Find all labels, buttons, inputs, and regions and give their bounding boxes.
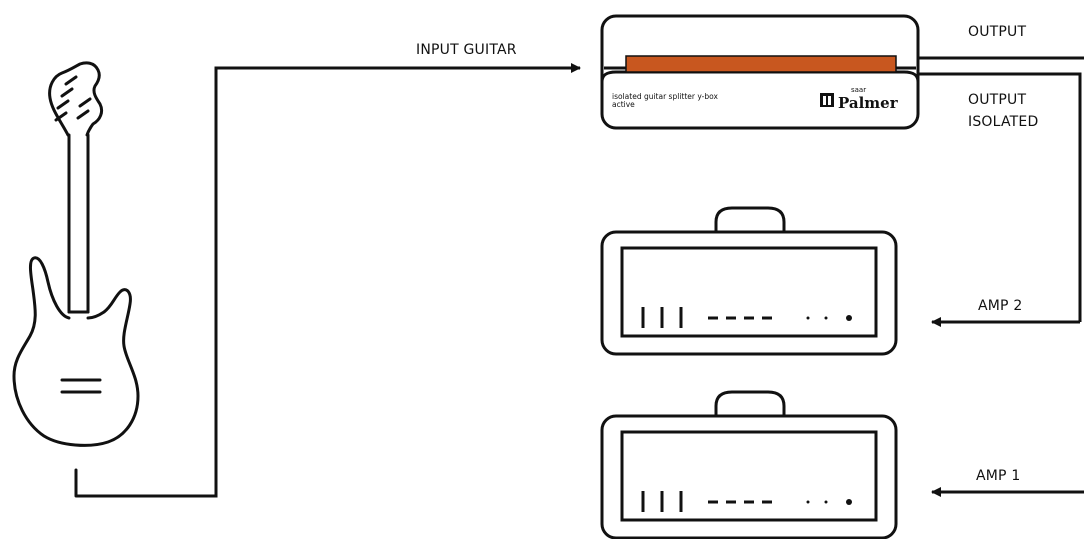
palmer-logo-icon bbox=[820, 93, 834, 107]
device-text-line2: active bbox=[612, 100, 635, 109]
output-cables bbox=[918, 56, 1084, 497]
splitter-box bbox=[600, 14, 920, 130]
amp2-dots bbox=[806, 315, 852, 321]
amp2-label: AMP 2 bbox=[978, 298, 1023, 314]
amp1-dots bbox=[806, 499, 852, 505]
output-label: OUTPUT bbox=[968, 24, 1027, 40]
input-cable bbox=[76, 63, 581, 498]
guitar-icon bbox=[12, 61, 140, 498]
output-isolated-label-line2: ISOLATED bbox=[968, 114, 1039, 130]
amp1-icon bbox=[600, 390, 898, 539]
input-guitar-label: INPUT GUITAR bbox=[416, 42, 517, 58]
amp2-icon bbox=[600, 206, 898, 356]
device-text-line1: isolated guitar splitter y-box bbox=[612, 92, 718, 101]
accent-stripe bbox=[625, 55, 897, 73]
brand-small-text: saar bbox=[851, 86, 867, 94]
output-isolated-label-line1: OUTPUT bbox=[968, 92, 1027, 108]
amp1-label: AMP 1 bbox=[976, 468, 1021, 484]
brand-name: Palmer bbox=[838, 94, 898, 112]
